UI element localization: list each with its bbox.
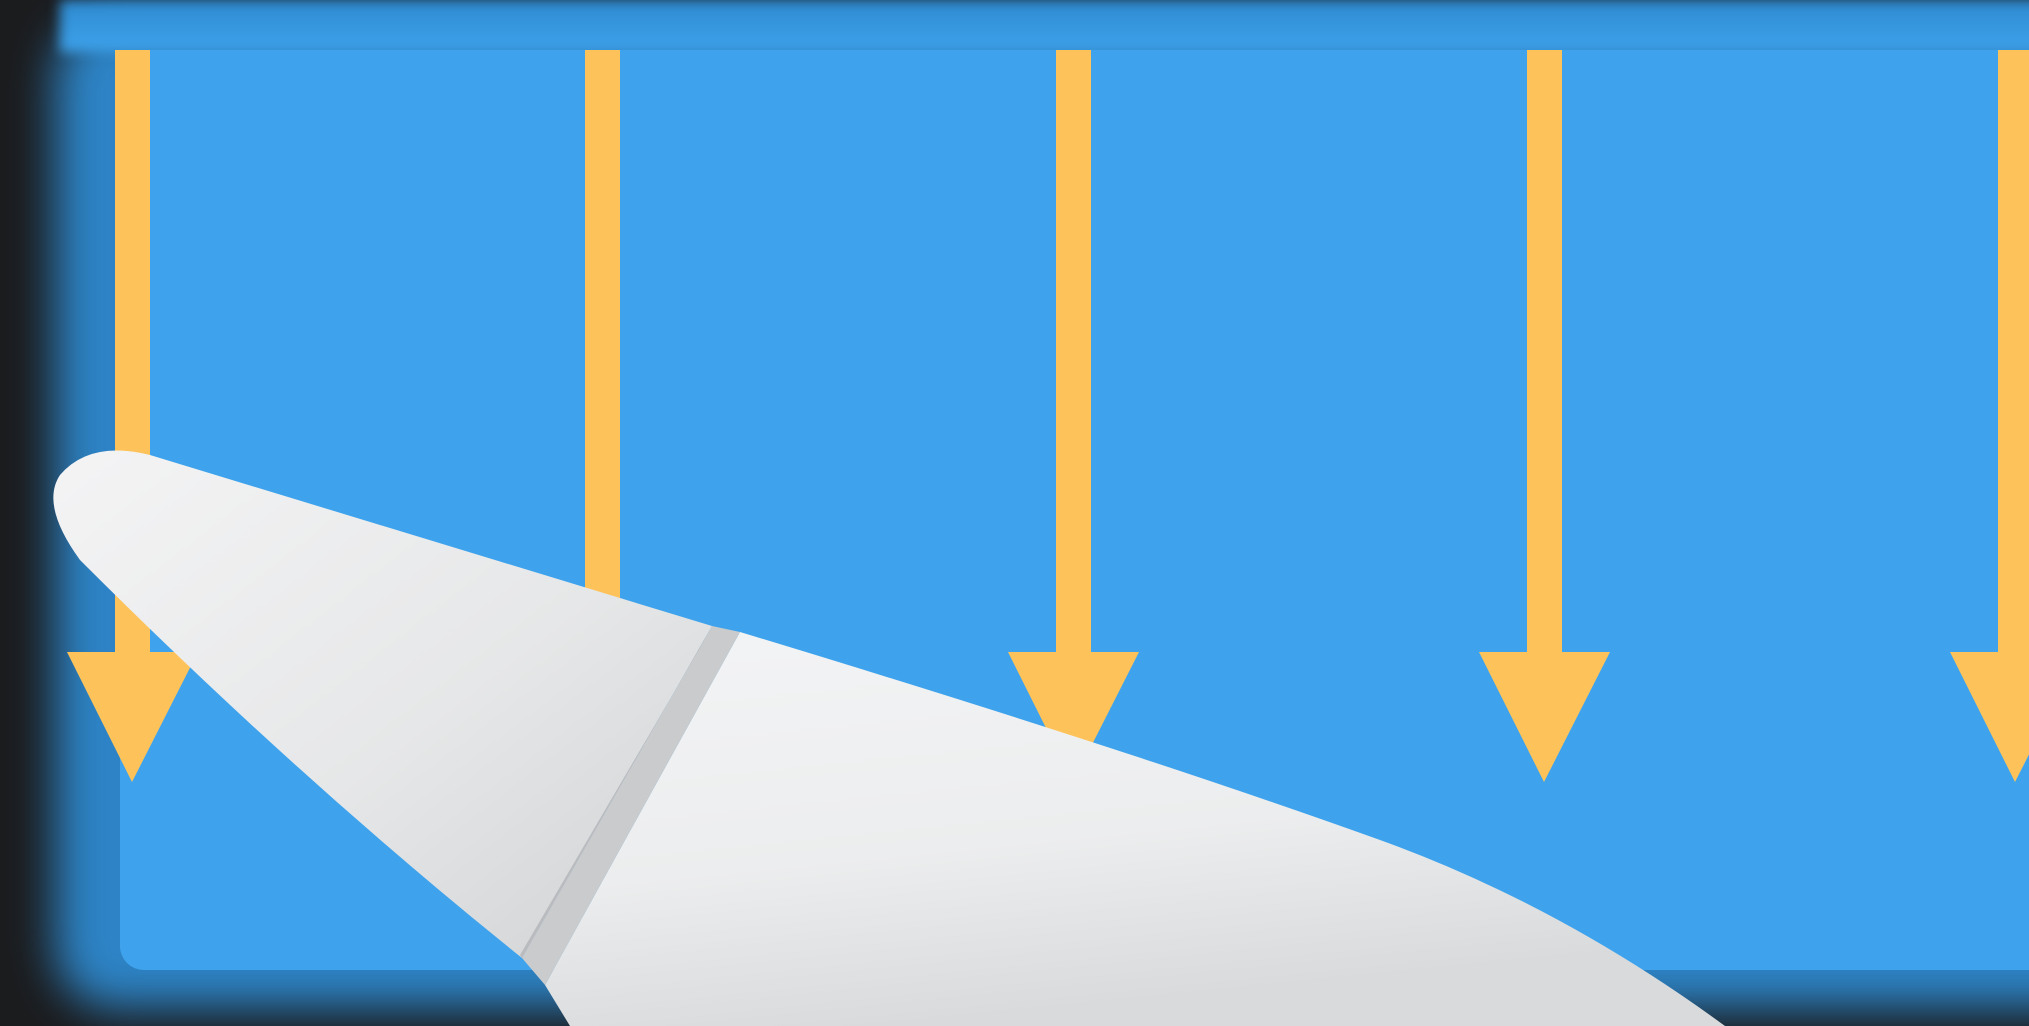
arrow-down-icon — [1479, 50, 1610, 782]
arrow-down-icon — [67, 50, 198, 782]
arrow-down-icon — [1008, 50, 1139, 782]
arrow-down-icon — [1950, 50, 2029, 782]
stylus-pencil-icon — [53, 451, 1725, 1026]
